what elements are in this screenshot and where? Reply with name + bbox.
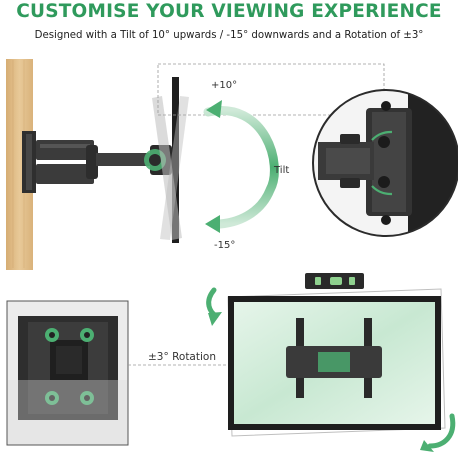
page-subtitle: Designed with a Tilt of 10° upwards / -1… [34, 30, 424, 41]
rotation-arrow-bottom [420, 413, 456, 452]
tv-side-profile [152, 77, 189, 243]
tilt-up-label: +10° [211, 80, 238, 91]
rotating-tv-screen [227, 288, 446, 437]
tilt-arc-arrow [203, 100, 279, 233]
rotation-label: ±3° Rotation [148, 351, 216, 363]
tilt-detail-zoom [312, 89, 458, 237]
tilt-down-label: -15° [214, 240, 236, 251]
spirit-level [305, 273, 364, 289]
rotation-arrow-top [206, 287, 222, 326]
rotation-detail-zoom [6, 300, 129, 446]
page-title: CUSTOMISE YOUR VIEWING EXPERIENCE [16, 1, 442, 22]
tilt-label: Tilt [274, 165, 290, 176]
